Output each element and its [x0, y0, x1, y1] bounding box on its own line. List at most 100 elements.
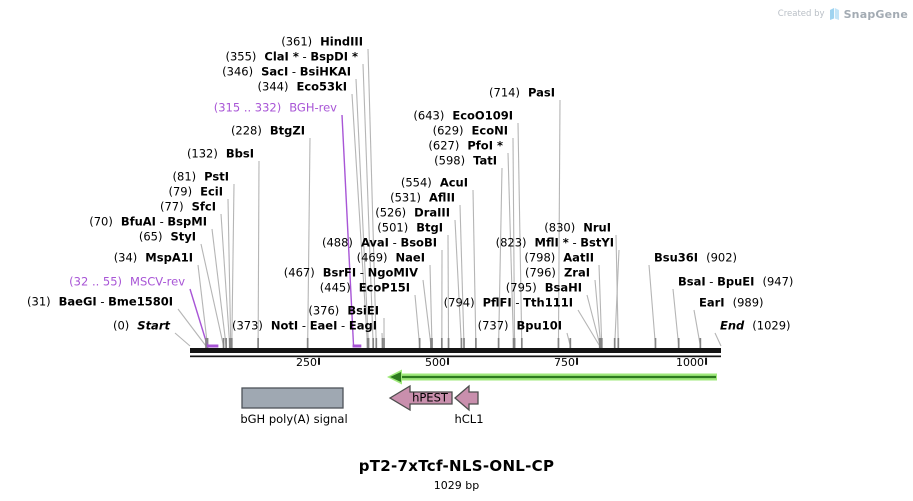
site-label-bbsi[interactable]: (132)BbsI: [187, 148, 254, 160]
feature-arrow-hcl1[interactable]: [454, 384, 479, 412]
leader-line-mscv-rev: [189, 288, 209, 347]
map-backbone-line: [190, 348, 721, 353]
leader-line-clai-bspdi: [362, 63, 374, 347]
site-label-econi[interactable]: (629)EcoNI: [433, 125, 508, 137]
site-label-end[interactable]: End (1029): [720, 320, 791, 332]
site-label-mfli-bstyi[interactable]: (823) MflI * - BstYI: [496, 237, 614, 249]
site-label-eco53ki[interactable]: (344) Eco53kI: [258, 81, 347, 93]
site-label-eari[interactable]: EarI(989): [699, 297, 764, 309]
site-name: NruI: [583, 220, 611, 235]
site-label-bpu10i[interactable]: (737)Bpu10I: [478, 320, 562, 332]
plasmid-length: 1029 bp: [433, 479, 480, 492]
site-name: AcuI: [439, 175, 468, 190]
site-position: (823): [495, 235, 527, 250]
site-label-mscv-rev[interactable]: (32 .. 55)MSCV-rev: [69, 276, 185, 288]
leader-line-bbsi: [257, 160, 260, 347]
site-position: (65): [138, 229, 163, 244]
site-position: (627): [428, 138, 460, 153]
site-name: NaeI: [395, 250, 425, 265]
leader-line-econi: [512, 137, 516, 347]
leader-line-tati: [498, 167, 503, 347]
site-position: (629): [432, 123, 464, 138]
site-name: TatI: [473, 153, 497, 168]
site-label-ecop15i[interactable]: (445)EcoP15I: [320, 282, 410, 294]
site-position: (798): [524, 250, 556, 265]
site-label-ecii[interactable]: (79)EciI: [168, 186, 223, 198]
feature-label-hcl1[interactable]: hCL1: [454, 412, 484, 426]
site-position: (1029): [752, 318, 791, 333]
site-name: HindIII: [320, 34, 363, 49]
site-label-bgh-rev[interactable]: (315 .. 332)BGH-rev: [214, 102, 337, 114]
site-label-nrui[interactable]: (830)NruI: [544, 222, 611, 234]
site-label-saci-bsihkai[interactable]: (346)SacI - BsiHKAI: [222, 66, 351, 78]
site-position: (355): [225, 49, 257, 64]
site-label-mspa1i[interactable]: (34)MspA1I: [114, 252, 193, 264]
site-name: BsaI - BpuEI: [678, 274, 755, 289]
site-label-psti[interactable]: (81)PstI: [173, 171, 229, 183]
title-block: pT2-7xTcf-NLS-ONL-CP 1029 bp: [0, 457, 913, 492]
site-label-pfoi[interactable]: (627) PfoI *: [428, 140, 503, 152]
site-name: Bsu36I: [654, 250, 699, 265]
reverse-span-arrowhead: [390, 372, 401, 382]
site-label-acui[interactable]: (554) AcuI: [401, 177, 468, 189]
leader-line-bsrfi-ngomiv: [422, 279, 432, 347]
site-position: (344): [257, 79, 289, 94]
site-label-bsiei[interactable]: (376)BsiEI: [308, 305, 379, 317]
site-label-bsai-bpuei[interactable]: BsaI - BpuEI(947): [678, 276, 793, 288]
site-label-pflfi-tth111i[interactable]: (794)PflFI - Tth111I: [444, 297, 573, 309]
feature-box-bgh-poly-a-signal[interactable]: [241, 387, 344, 409]
site-name: End: [720, 318, 745, 333]
primer-annotation-mscv-rev[interactable]: [206, 344, 219, 348]
site-label-start[interactable]: (0)Start: [113, 320, 170, 332]
site-name: BbsI: [225, 146, 254, 161]
site-name: Eco53kI: [296, 79, 347, 94]
site-label-noti-eaei-eagi[interactable]: (373)NotI - EaeI - EagI: [232, 320, 377, 332]
site-name: PfoI *: [467, 138, 503, 153]
site-position: (902): [706, 250, 738, 265]
site-name: Bpu10I: [516, 318, 562, 333]
feature-arrow-hpest[interactable]: [388, 384, 453, 412]
site-name: BtgI: [416, 220, 443, 235]
site-label-draiii[interactable]: (526)DraIII: [375, 207, 450, 219]
leader-line-bsahi: [586, 294, 601, 347]
site-label-clai-bspdi[interactable]: (355)ClaI * - BspDI *: [225, 51, 358, 63]
site-label-pasi[interactable]: (714)PasI: [489, 87, 555, 99]
site-label-hindiii[interactable]: (361) HindIII: [281, 36, 363, 48]
site-label-aatii[interactable]: (798) AatII: [524, 252, 594, 264]
site-label-bfuai-bspmi[interactable]: (70)BfuAI - BspMI: [89, 216, 207, 228]
site-label-styi[interactable]: (65)StyI: [139, 231, 196, 243]
site-name: AatII: [563, 250, 594, 265]
site-label-tati[interactable]: (598)TatI: [434, 155, 497, 167]
site-position: (554): [400, 175, 432, 190]
site-position: (376): [308, 303, 340, 318]
site-position: (70): [89, 214, 113, 229]
site-label-bsahi[interactable]: (795)BsaHI: [506, 282, 582, 294]
feature-label-hpest[interactable]: hPEST: [412, 390, 448, 405]
site-label-sfci[interactable]: (77)SfcI: [160, 201, 216, 213]
leader-line-ecii: [227, 198, 232, 347]
site-label-ecoo109i[interactable]: (643)EcoO109I: [413, 110, 513, 122]
site-name: MflI * - BstYI: [534, 235, 614, 250]
site-position: (714): [489, 85, 520, 100]
site-label-btgi[interactable]: (501)BtgI: [377, 222, 443, 234]
site-label-zrai[interactable]: (796)ZraI: [525, 267, 590, 279]
site-position: (315 .. 332): [213, 100, 282, 115]
primer-annotation-bgh-rev[interactable]: [352, 344, 362, 348]
feature-label-bgh-poly-a-signal[interactable]: bGH poly(A) signal: [240, 412, 348, 426]
site-position: (795): [505, 280, 537, 295]
site-label-btgzi[interactable]: (228)BtgZI: [231, 125, 305, 137]
site-label-bsu36i[interactable]: Bsu36I (902): [654, 252, 737, 264]
site-label-aflii[interactable]: (531)AflII: [390, 192, 455, 204]
site-label-bsrfi-ngomiv[interactable]: (467)BsrFI - NgoMIV: [284, 267, 418, 279]
site-name: PstI: [204, 169, 229, 184]
site-position: (361): [281, 34, 313, 49]
site-position: (79): [168, 184, 193, 199]
snapgene-logo-icon: [829, 8, 839, 20]
site-label-naei[interactable]: (469)NaeI: [357, 252, 425, 264]
site-position: (445): [319, 280, 351, 295]
site-label-avai-bsobi[interactable]: (488)AvaI - BsoBI: [322, 237, 437, 249]
watermark-brand: SnapGene: [843, 7, 908, 21]
site-label-baegi-bme1580i[interactable]: (31)BaeGI - Bme1580I: [27, 296, 173, 308]
